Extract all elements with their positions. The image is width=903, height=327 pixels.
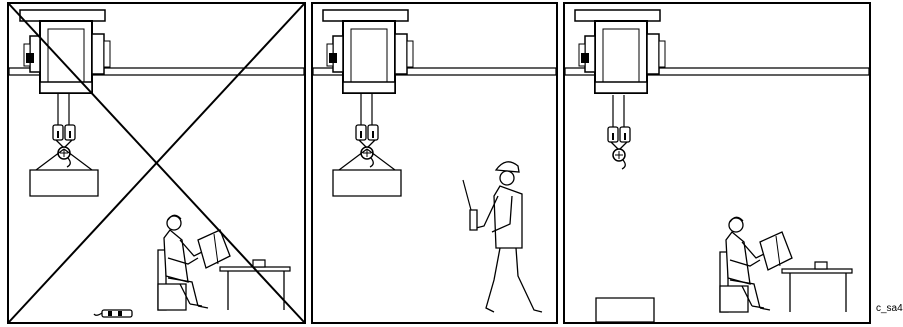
panel-2 <box>312 3 557 323</box>
panel-2-beam <box>313 68 556 75</box>
panel-1-beam <box>9 68 304 75</box>
standing-operator <box>463 162 542 312</box>
panel-1 <box>8 3 305 323</box>
panel-3 <box>564 3 870 323</box>
panel-3-load-on-floor <box>596 298 654 322</box>
panel-3-beam <box>565 68 869 75</box>
pendant-control-icon <box>470 210 477 230</box>
prohibited-cross-line-2 <box>9 4 304 322</box>
dropped-controller-icon <box>94 310 132 317</box>
image-code-label: c_sa4 <box>876 303 903 314</box>
